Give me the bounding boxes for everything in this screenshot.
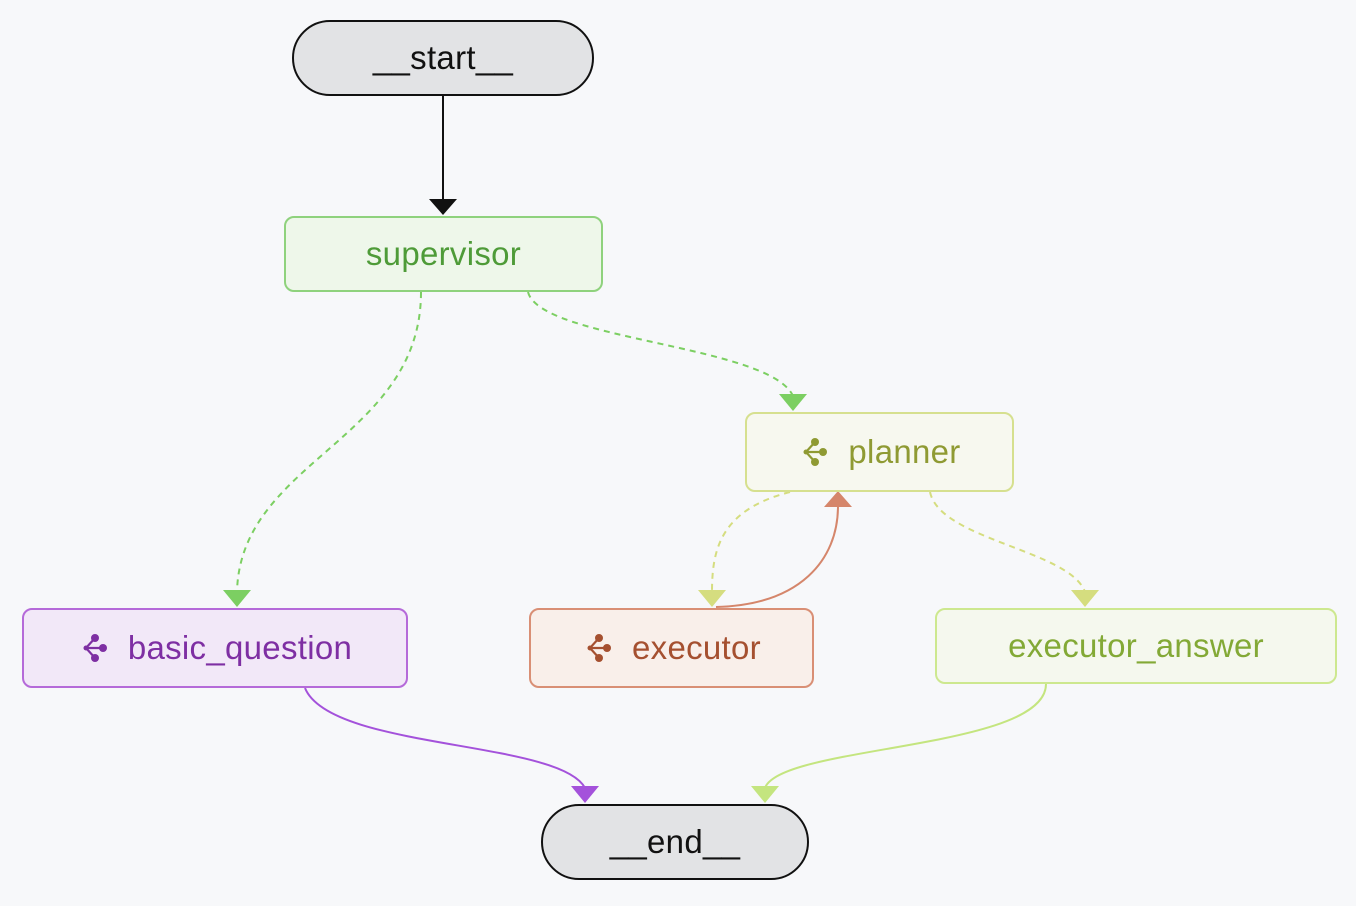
edge-executor-answer-end xyxy=(764,683,1047,789)
edge-supervisor-basic-question xyxy=(236,291,422,593)
planner-node[interactable]: planner xyxy=(745,412,1014,492)
subgraph-icon xyxy=(582,631,616,665)
subgraph-icon xyxy=(78,631,112,665)
supervisor-node-label: supervisor xyxy=(365,235,522,272)
supervisor-node[interactable]: supervisor xyxy=(284,216,603,292)
end-node[interactable]: __end__ xyxy=(541,804,809,880)
edge-planner-executor-answer xyxy=(929,491,1086,593)
edge-executor-planner xyxy=(715,505,839,608)
edge-basic-question-end-arrow xyxy=(571,786,599,803)
edge-planner-executor-arrow xyxy=(698,590,726,607)
edge-supervisor-basic-question-arrow xyxy=(223,590,251,607)
subgraph-icon xyxy=(798,435,832,469)
basic-question-node-label: basic_question xyxy=(127,629,353,666)
edge-planner-executor-answer-arrow xyxy=(1071,590,1099,607)
edge-start-supervisor-arrow xyxy=(429,199,457,215)
start-node[interactable]: __start__ xyxy=(292,20,594,96)
start-node-label: __start__ xyxy=(372,39,514,76)
executor-answer-node[interactable]: executor_answer xyxy=(935,608,1337,684)
planner-node-label: planner xyxy=(848,433,961,470)
executor-node-label: executor xyxy=(632,629,761,666)
executor-node[interactable]: executor xyxy=(529,608,814,688)
basic-question-node[interactable]: basic_question xyxy=(22,608,408,688)
edge-planner-executor xyxy=(711,491,791,593)
edge-supervisor-planner xyxy=(527,291,794,397)
edge-supervisor-planner-arrow xyxy=(779,394,807,411)
executor-answer-node-label: executor_answer xyxy=(1008,627,1264,664)
end-node-label: __end__ xyxy=(609,823,741,860)
edge-basic-question-end xyxy=(304,687,586,789)
edge-executor-answer-end-arrow xyxy=(751,786,779,803)
edge-executor-planner-arrow xyxy=(824,491,852,507)
